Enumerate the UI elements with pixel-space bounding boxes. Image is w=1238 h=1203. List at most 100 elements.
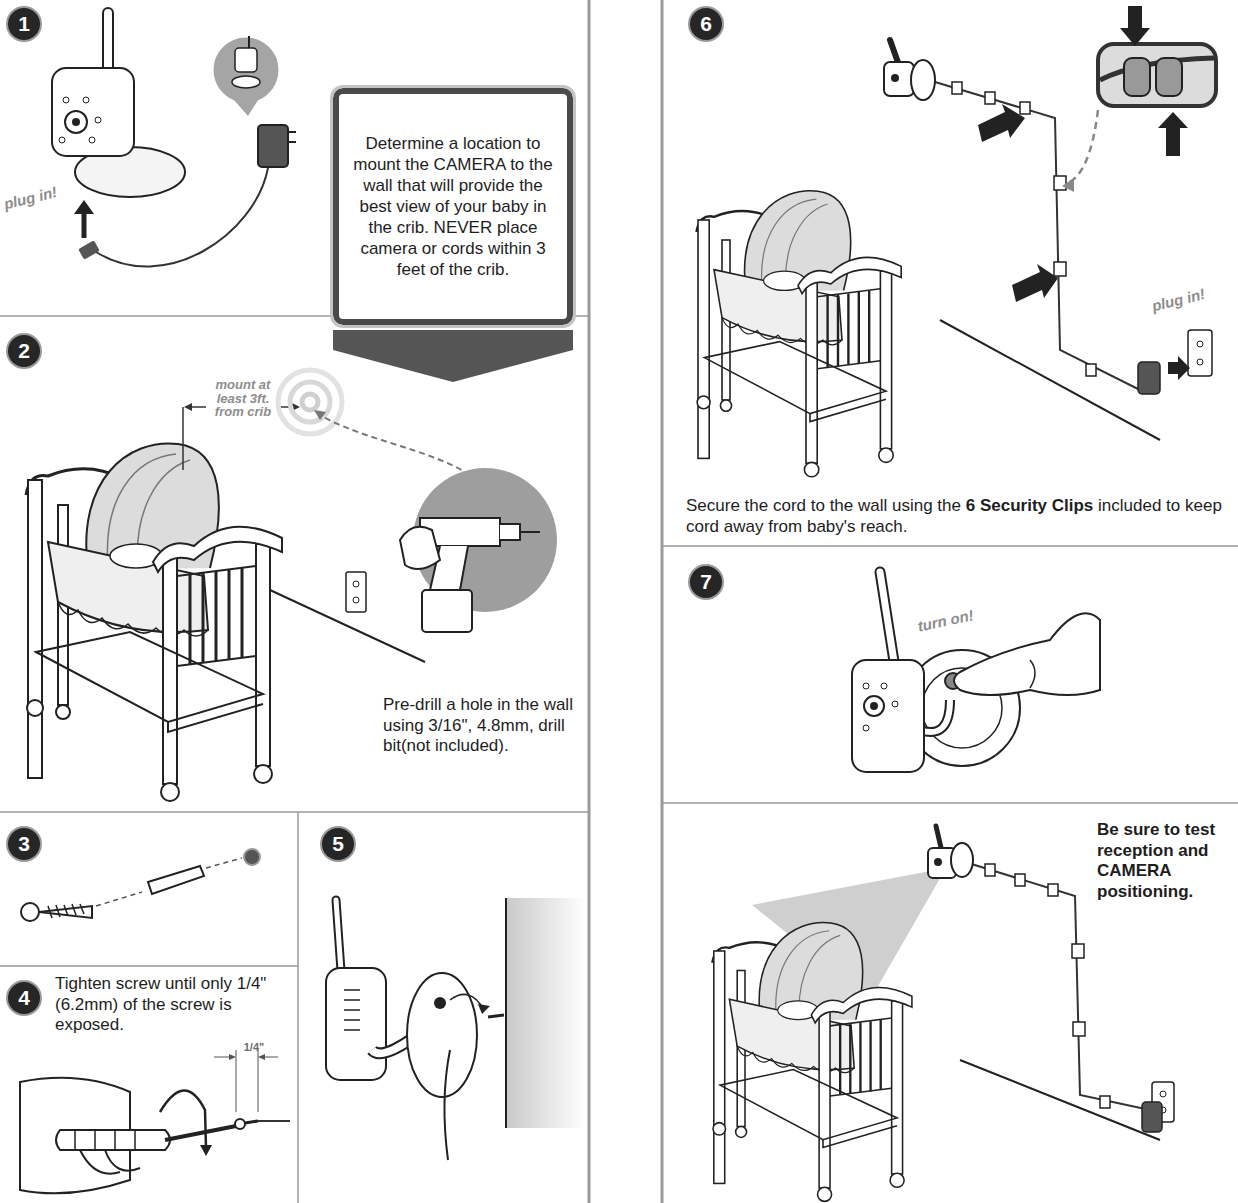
cord-clips-panel (1066, 110, 1098, 184)
step-number-circle: 4 (8, 982, 40, 1014)
cord-clips-panel (1054, 176, 1066, 190)
turn-on-callout: turn on! (916, 603, 988, 635)
plug-in-callout: plug in! (1150, 281, 1222, 316)
mount-camera-on-screw (372, 1040, 410, 1053)
test-reception (1100, 1096, 1110, 1108)
mount-camera-on-screw (506, 898, 586, 1128)
test-reception (985, 864, 995, 876)
crib-wall-drill (26, 370, 557, 801)
test-reception (934, 858, 942, 866)
turn-on-camera (863, 683, 869, 689)
test-reception (1015, 874, 1025, 886)
test-reception (1073, 1022, 1085, 1036)
mount-camera-on-screw (372, 1040, 410, 1053)
camera-and-adapter (83, 97, 89, 103)
screw-and-anchor (21, 903, 39, 921)
crib-wall-drill (26, 443, 282, 801)
panel-dividers (661, 0, 664, 1203)
callout-number: 6 (700, 12, 712, 36)
panel-dividers (297, 812, 299, 1203)
crib-wall-drill (422, 590, 472, 632)
test-reception (712, 922, 912, 1201)
cord-clips-panel (940, 320, 1160, 440)
test-note: Be sure to test reception and CAMERA pos… (1097, 820, 1235, 903)
mount-camera-on-screw (478, 1004, 490, 1014)
crib-wall-drill (353, 581, 359, 587)
step-number-circle: 5 (322, 828, 354, 860)
cord-clips-panel (1158, 112, 1188, 156)
screw-and-anchor (48, 904, 84, 918)
camera-and-adapter (232, 76, 260, 88)
cord-clips-panel (911, 60, 935, 100)
turn-on-camera (864, 696, 884, 716)
camera-and-adapter (234, 100, 258, 116)
camera-and-adapter (74, 200, 94, 214)
crib-wall-drill (278, 370, 342, 434)
hand-screwdriver (75, 1130, 135, 1150)
mount-camera-on-screw (326, 898, 586, 1160)
test-reception (985, 864, 1110, 1108)
step-instruction: Pre-drill a hole in the wall using 3/16"… (383, 695, 583, 757)
crib-wall-drill (346, 572, 366, 612)
step-number-circle: 6 (690, 8, 722, 40)
panel-dividers (588, 0, 591, 1203)
hand-screwdriver (160, 1090, 206, 1148)
plug-in-callout: plug in! (2, 177, 84, 214)
instruction-callout-box: Determine a location to mount the CAMERA… (333, 88, 573, 325)
mount-camera-on-screw (344, 990, 360, 1030)
cord-clips-panel (935, 82, 1140, 390)
hand-screwdriver (165, 1126, 236, 1140)
camera-and-adapter (89, 137, 95, 143)
emphasis-text: 6 Security Clips (966, 496, 1094, 515)
callout-number: 4 (18, 986, 30, 1010)
step-instruction: Tighten screw until only 1/4" (6.2mm) of… (55, 974, 291, 1036)
test-reception (951, 843, 973, 877)
crib-wall-drill (353, 597, 359, 603)
callout-number: 7 (700, 570, 712, 594)
mount-camera-on-screw (505, 898, 507, 1128)
camera-and-adapter (59, 137, 65, 143)
turn-on-camera (881, 683, 887, 689)
cord-clips-panel (1054, 262, 1066, 276)
cord-clips-panel (884, 62, 914, 96)
mount-camera-on-screw (488, 1015, 504, 1017)
turn-on-camera (1030, 660, 1035, 688)
test-reception (1142, 1102, 1162, 1132)
mount-camera-on-screw (444, 1050, 450, 1160)
cord-clips-panel (985, 92, 995, 104)
instruction-text: Secure the cord to the wall using the (686, 496, 961, 515)
cord-clips-panel (1020, 102, 1030, 114)
panel-dividers (0, 811, 589, 813)
hand-screwdriver (235, 1119, 245, 1129)
crib-wall-drill (302, 394, 318, 410)
hand-screwdriver (229, 1054, 236, 1060)
callout-pointer (333, 350, 573, 382)
turn-on-camera (880, 572, 895, 668)
cord-clips-panel (1012, 264, 1058, 302)
cord-clips-panel (1098, 44, 1216, 106)
hand-screwdriver (236, 1050, 237, 1112)
test-reception (1072, 944, 1084, 958)
hand-screwdriver (258, 1054, 265, 1060)
mount-camera-on-screw (434, 997, 446, 1009)
cord-clips-panel (1086, 364, 1096, 376)
test-reception (1048, 884, 1058, 896)
callout-pointer (333, 330, 573, 350)
camera-and-adapter (248, 36, 250, 48)
hand-screwdriver (245, 1121, 258, 1123)
panel-dividers (662, 545, 1238, 547)
hand-screwdriver (258, 1120, 290, 1122)
camera-and-adapter (52, 68, 134, 156)
camera-and-adapter (63, 97, 69, 103)
callout-text: Determine a location to mount the CAMERA… (353, 133, 553, 281)
camera-and-adapter (212, 36, 280, 104)
cord-clips-panel (952, 82, 962, 94)
camera-and-adapter (235, 48, 257, 72)
cord-clips-panel (891, 74, 899, 82)
cord-clips-panel (1168, 356, 1190, 380)
camera-and-adapter (258, 125, 288, 167)
panel-dividers (0, 965, 298, 967)
hand-screwdriver (200, 1145, 212, 1156)
